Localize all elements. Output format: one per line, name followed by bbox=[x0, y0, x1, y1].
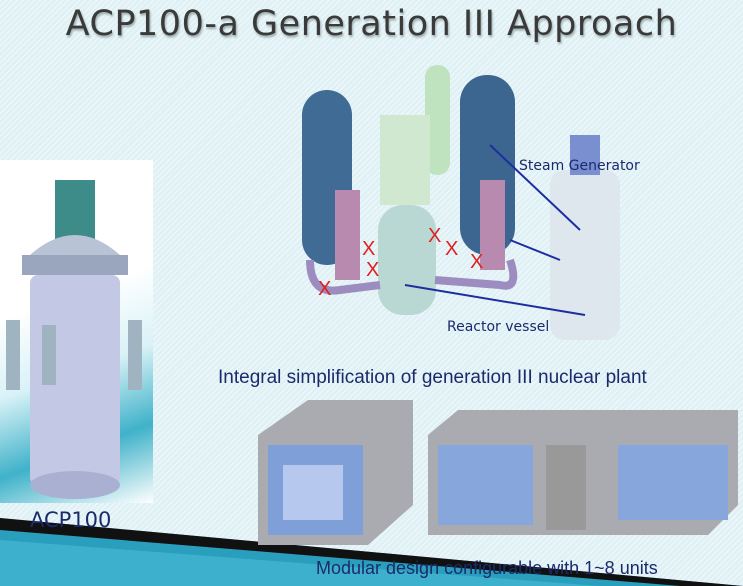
svg-text:X: X bbox=[318, 278, 331, 300]
steam-generator-label: Steam Generator bbox=[519, 158, 640, 174]
single-module-rendering bbox=[258, 400, 413, 545]
svg-text:X: X bbox=[366, 259, 379, 281]
reactor-vessel-illustration bbox=[6, 180, 142, 499]
loop-vs-integral-diagram: XXX XXX bbox=[302, 65, 620, 340]
svg-text:X: X bbox=[445, 238, 458, 260]
svg-text:X: X bbox=[362, 238, 375, 260]
removed-pipe-cross-marks: XXX XXX bbox=[318, 225, 483, 300]
slide-title: ACP100-a Generation III Approach bbox=[65, 4, 678, 44]
acp100-reactor-image bbox=[0, 160, 153, 503]
svg-text:X: X bbox=[470, 251, 483, 273]
multi-module-rendering bbox=[428, 410, 738, 535]
integral-simplification-caption: Integral simplification of generation II… bbox=[218, 367, 647, 388]
svg-text:X: X bbox=[428, 225, 441, 247]
reactor-vessel-label: Reactor vessel bbox=[447, 319, 550, 335]
modular-design-caption: Modular design configurable with 1~8 uni… bbox=[316, 558, 658, 578]
acp100-label: ACP100 bbox=[30, 508, 112, 532]
